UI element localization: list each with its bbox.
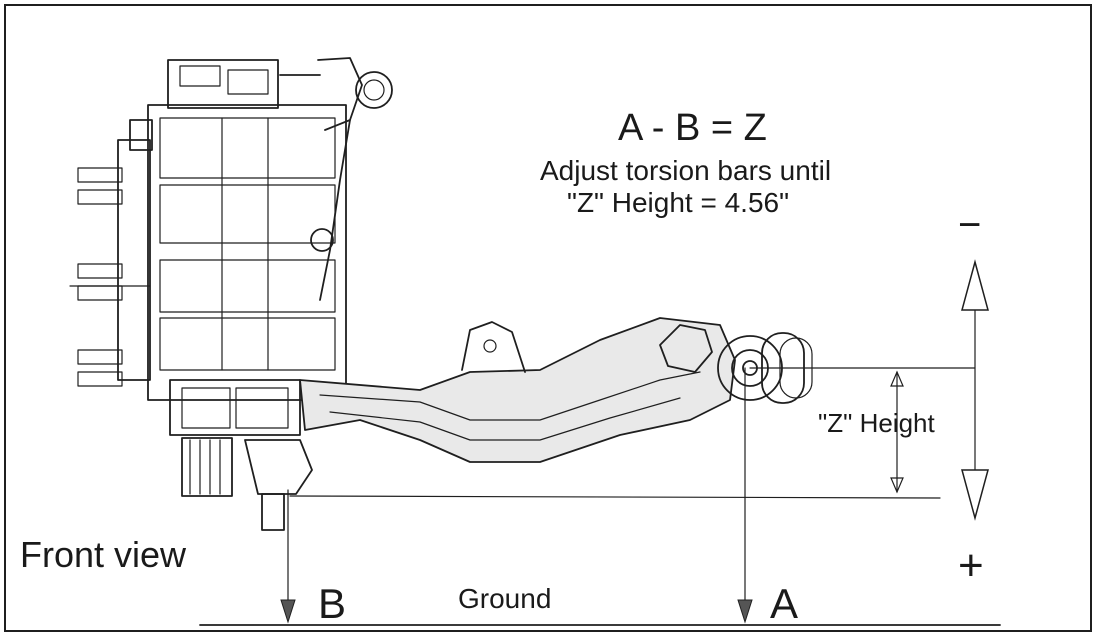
wheel-hub-assembly-icon: [69, 57, 393, 531]
lower-control-arm-icon: [299, 317, 736, 463]
plus-sign: +: [958, 541, 984, 590]
arrow-a: [737, 599, 753, 624]
adjustment-direction-arrow: [961, 259, 989, 521]
ball-joint-line: [289, 495, 941, 499]
ground-label: Ground: [458, 583, 551, 614]
arrow-b: [280, 599, 296, 624]
diagram-frame: [4, 4, 1092, 632]
instruction-line-2: "Z" Height = 4.56": [567, 187, 789, 218]
z-height-label: "Z" Height: [818, 408, 935, 438]
front-view-label: Front view: [20, 534, 187, 575]
instruction-line-1: Adjust torsion bars until: [540, 155, 831, 186]
point-b-label: B: [318, 580, 346, 627]
formula-label: A - B = Z: [618, 107, 767, 149]
minus-sign: −: [958, 203, 981, 247]
point-a-label: A: [770, 580, 798, 627]
z-height-dimension: [890, 370, 904, 494]
